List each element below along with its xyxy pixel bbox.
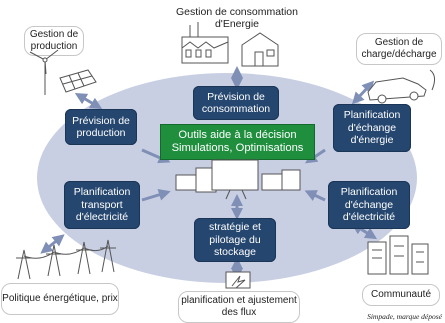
node-strategie-stockage: stratégie et pilotage du stockage — [194, 218, 276, 262]
copyright-caption: Simpade, marque déposé — [367, 312, 442, 321]
arrow-top-left — [74, 92, 103, 110]
wind-turbine-icon — [29, 49, 59, 95]
label-gestion-production: Gestion de production — [24, 26, 84, 56]
node-planif-transport: Planification transport d'électricité — [64, 181, 140, 229]
arrow-top-right — [351, 80, 375, 105]
node-prevision-production: Prévision de production — [65, 109, 137, 145]
label-planification-flux: planification et ajustement des flux — [178, 291, 300, 323]
solar-panel-icon — [59, 69, 97, 93]
house-icon — [241, 32, 279, 67]
electric-car-icon — [367, 69, 436, 104]
label-gestion-charge: Gestion de charge/décharge — [356, 33, 442, 65]
label-gestion-consommation: Gestion de consommation d'Energie — [176, 6, 298, 30]
community-buildings-icon — [367, 235, 429, 275]
center-line-2: Simulations, Optimisations — [171, 142, 304, 154]
arrow-mid-right-low — [304, 190, 326, 202]
label-politique: Politique énergétique, prix — [1, 283, 119, 315]
power-pylons-icon — [16, 239, 116, 280]
label-communaute: Communauté — [362, 284, 440, 306]
storage-battery-icon — [225, 271, 251, 289]
node-planif-echange-energie: Planification d'échange d'énergie — [333, 104, 411, 152]
center-line-1: Outils aide à la décision — [178, 128, 297, 141]
node-prevision-consommation: Prévision de consommation — [193, 86, 279, 120]
arrow-bottom-left — [40, 234, 65, 254]
factory-icon — [181, 22, 229, 64]
node-planif-echange-electricite: Planification d'échange d'électricité — [328, 181, 410, 229]
arrow-mid-left-low — [141, 189, 171, 202]
devices-icon — [175, 159, 301, 200]
